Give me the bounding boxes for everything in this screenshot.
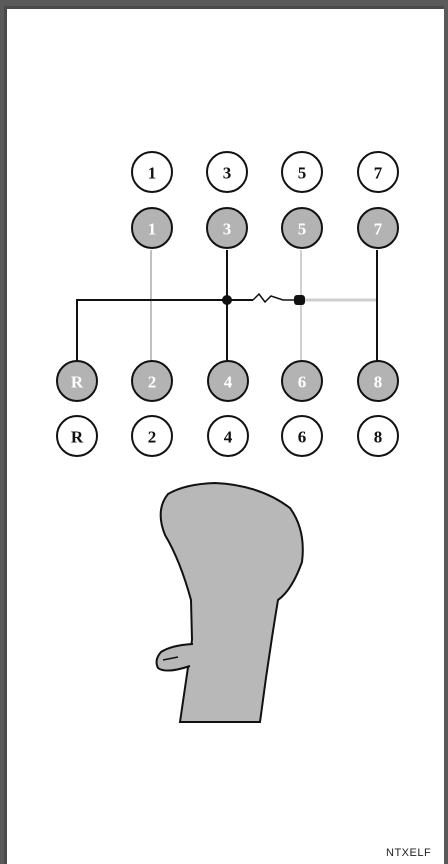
gear-position-2-outline: 2 [131,415,173,457]
gear-position-6-filled: 6 [281,360,323,402]
gear-label: 2 [148,428,157,447]
gear-label: 1 [148,164,157,183]
gear-position-7-filled: 7 [357,207,399,249]
gear-position-2-filled: 2 [131,360,173,402]
gear-circle [281,415,323,457]
gear-circle [206,207,248,249]
gear-circle [357,360,399,402]
gear-circle [357,207,399,249]
gear-label: 5 [298,220,307,239]
gear-position-6-outline: 6 [281,415,323,457]
gear-position-5-filled: 5 [281,207,323,249]
gear-circle [56,415,98,457]
gear-circle [131,151,173,193]
gear-circle [206,151,248,193]
gear-label: 4 [224,428,233,447]
gear-label: 2 [148,373,157,392]
gear-label: 6 [298,373,307,392]
gear-label: 7 [374,164,383,183]
shift-gate-lines [76,250,378,366]
gear-label: 1 [148,220,157,239]
figure-id: NTXELF [386,847,431,859]
gear-label: 7 [374,220,383,239]
gear-position-8-outline: 8 [357,415,399,457]
gear-position-3-filled: 3 [206,207,248,249]
gear-position-4-filled: 4 [207,360,249,402]
gear-position-R-filled: R [56,360,98,402]
gear-position-7-outline: 7 [357,151,399,193]
range-change-zigzag [252,292,300,304]
gear-circle [281,207,323,249]
gear-label: R [71,428,84,447]
gear-label: 8 [374,428,383,447]
gear-label: 4 [224,373,233,392]
gear-position-8-filled: 8 [357,360,399,402]
gear-label: 8 [374,373,383,392]
gear-label: 3 [223,220,232,239]
gear-circle [357,415,399,457]
gear-label: 6 [298,428,307,447]
knob-button-detail [162,656,179,661]
gear-position-4-outline: 4 [207,415,249,457]
gear-circle [131,207,173,249]
gear-position-1-filled: 1 [131,207,173,249]
gear-label: 5 [298,164,307,183]
shift-knob-icon [159,481,304,723]
gear-circle [131,415,173,457]
gear-circle [357,151,399,193]
gear-label: R [71,373,84,392]
gear-circle [131,360,173,402]
gear-circle [207,360,249,402]
gear-position-5-outline: 5 [281,151,323,193]
gear-position-3-outline: 3 [206,151,248,193]
gear-circle [281,360,323,402]
neutral-dot-high [294,295,305,305]
gear-position-R-outline: R [56,415,98,457]
gear-circle [56,360,98,402]
gear-circle [281,151,323,193]
gear-label: 3 [223,164,232,183]
gear-position-1-outline: 1 [131,151,173,193]
gear-circle [207,415,249,457]
gate-crossbar-dark [76,299,253,366]
neutral-dot-low [222,295,232,305]
shift-knob-illustration [155,481,304,723]
